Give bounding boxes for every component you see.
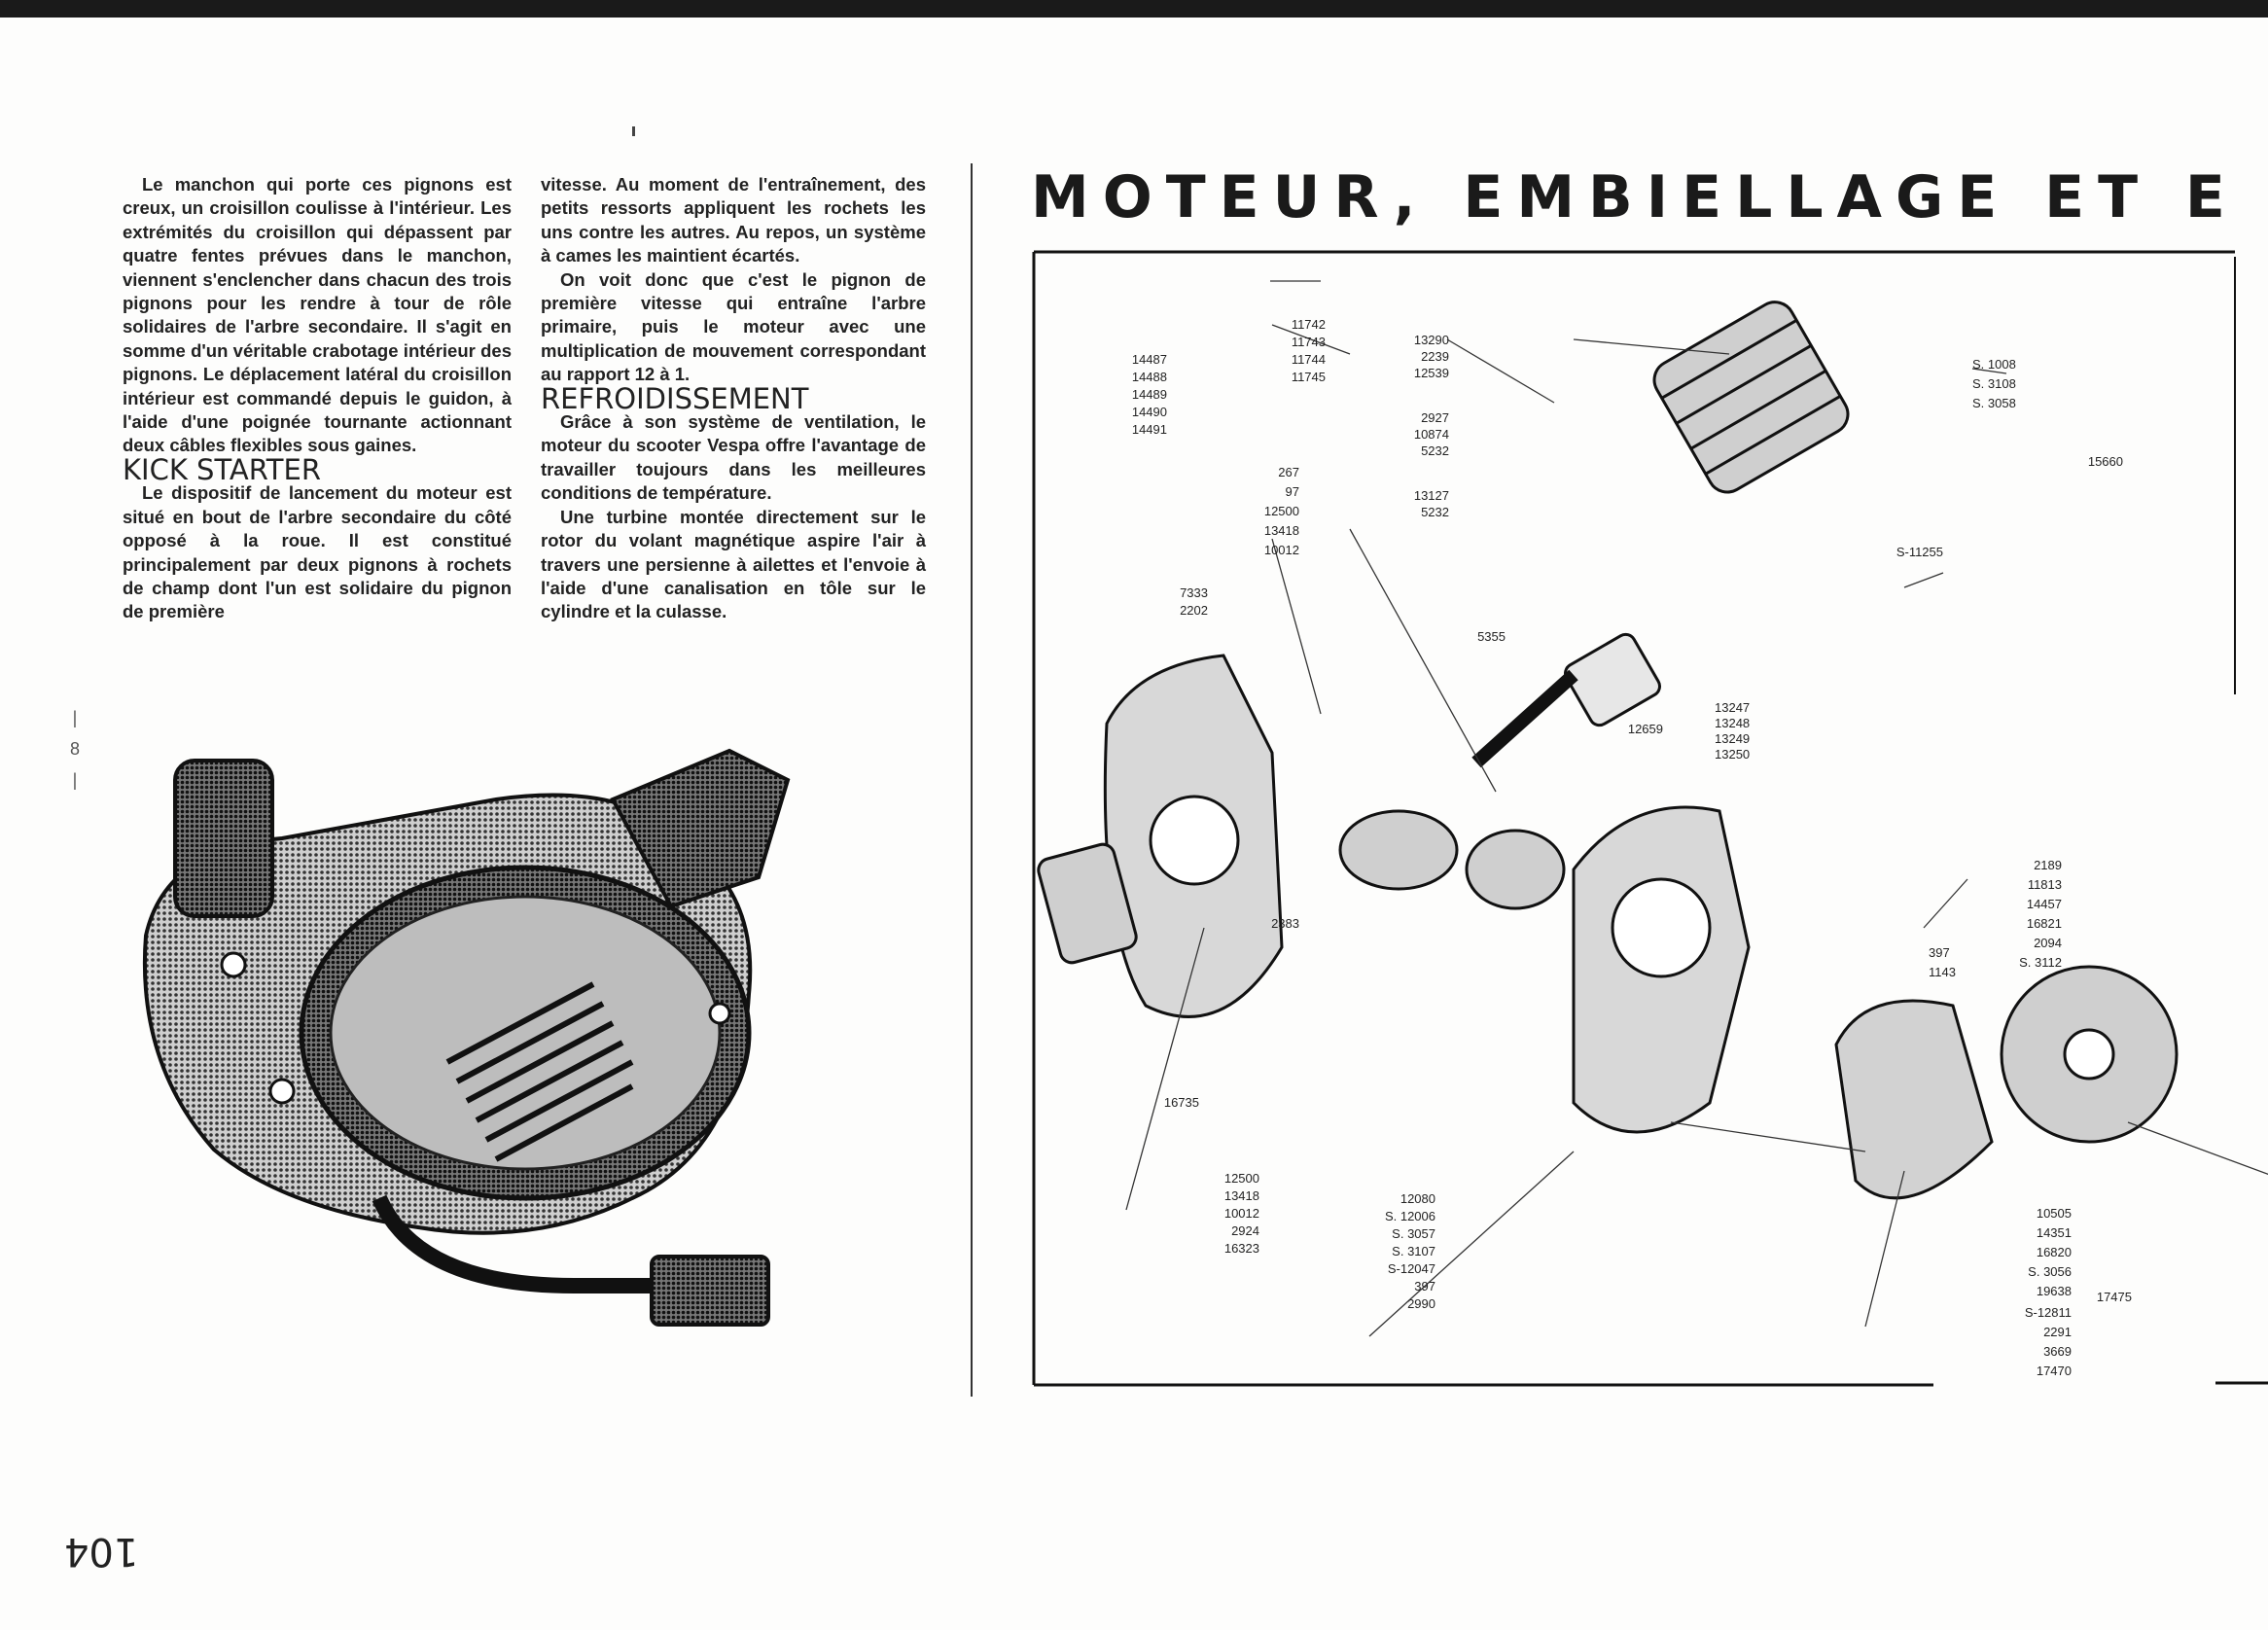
label-13290: 13290 xyxy=(1414,333,1449,347)
label-11745: 11745 xyxy=(1292,370,1326,384)
label-2094: 2094 xyxy=(2034,936,2062,950)
label-5232-b: 5232 xyxy=(1421,505,1449,519)
scan-speck xyxy=(632,126,635,136)
label-16820: 16820 xyxy=(2037,1245,2072,1259)
label-11743: 11743 xyxy=(1292,335,1326,349)
label-3669: 3669 xyxy=(2043,1344,2072,1359)
label-s12006: S. 12006 xyxy=(1385,1209,1435,1223)
label-19638: 19638 xyxy=(2037,1284,2072,1298)
label-13250: 13250 xyxy=(1715,747,1750,762)
label-7333: 7333 xyxy=(1180,585,1208,600)
label-10505: 10505 xyxy=(2037,1206,2072,1221)
margin-mark: |8| xyxy=(69,708,80,790)
label-16735: 16735 xyxy=(1164,1095,1199,1110)
label-13248: 13248 xyxy=(1715,716,1750,730)
label-14489: 14489 xyxy=(1132,387,1167,402)
label-13127: 13127 xyxy=(1414,488,1449,503)
label-5355: 5355 xyxy=(1477,629,1506,644)
label-12080: 12080 xyxy=(1400,1191,1435,1206)
label-17470: 17470 xyxy=(2037,1364,2072,1378)
label-12659: 12659 xyxy=(1628,722,1663,736)
label-11744: 11744 xyxy=(1292,352,1326,367)
label-12500-b: 12500 xyxy=(1224,1171,1259,1186)
label-13418-b: 13418 xyxy=(1224,1188,1259,1203)
paragraph-kick-starter: Le dispositif de lancement du moteur est… xyxy=(123,482,512,622)
label-s3107: S. 3107 xyxy=(1392,1244,1435,1258)
label-16323: 16323 xyxy=(1224,1241,1259,1256)
label-15660: 15660 xyxy=(2088,454,2123,469)
label-13247: 13247 xyxy=(1715,700,1750,715)
diagram-title: MOTEUR, EMBIELLAGE ET E xyxy=(1031,163,2239,231)
label-s1008: S. 1008 xyxy=(1972,357,2016,372)
paragraph-vitesse: vitesse. Au moment de l'entraînement, de… xyxy=(541,174,926,266)
label-2990: 2990 xyxy=(1407,1296,1435,1311)
label-397: 397 xyxy=(1929,945,1950,960)
label-10874: 10874 xyxy=(1414,427,1449,442)
label-11813: 11813 xyxy=(2028,877,2062,892)
label-11742: 11742 xyxy=(1292,317,1326,332)
label-12500: 12500 xyxy=(1264,504,1299,518)
label-1143: 1143 xyxy=(1929,965,1956,979)
label-s3108: S. 3108 xyxy=(1972,376,2016,391)
label-10012: 10012 xyxy=(1264,543,1299,557)
label-10012-b: 10012 xyxy=(1224,1206,1259,1221)
label-2924: 2924 xyxy=(1231,1223,1259,1238)
label-97: 97 xyxy=(1286,484,1299,499)
label-14488: 14488 xyxy=(1132,370,1167,384)
label-s3058: S. 3058 xyxy=(1972,396,2016,410)
label-267: 267 xyxy=(1278,465,1299,479)
label-14490: 14490 xyxy=(1132,405,1167,419)
label-14351: 14351 xyxy=(2037,1225,2072,1240)
label-s12047: S-12047 xyxy=(1388,1261,1435,1276)
label-2383: 2383 xyxy=(1271,916,1299,931)
heading-refroidissement: REFROIDISSEMENT xyxy=(541,381,809,415)
label-2927: 2927 xyxy=(1421,410,1449,425)
label-14487: 14487 xyxy=(1132,352,1167,367)
label-2239: 2239 xyxy=(1421,349,1449,364)
right-text-column: vitesse. Au moment de l'entraînement, de… xyxy=(541,173,926,624)
label-16821: 16821 xyxy=(2027,916,2062,931)
label-14491: 14491 xyxy=(1132,422,1167,437)
exploded-engine-diagram: 14487 14488 14489 14490 14491 11742 1174… xyxy=(1032,250,2268,1387)
engine-photo xyxy=(142,748,791,1327)
label-397-b: 397 xyxy=(1414,1279,1435,1293)
label-2202: 2202 xyxy=(1180,603,1208,618)
label-13249: 13249 xyxy=(1715,731,1750,746)
paragraph-ventilation: Grâce à son système de ventilation, le m… xyxy=(541,411,926,504)
label-2189: 2189 xyxy=(2034,858,2062,872)
paragraph-manchon: Le manchon qui porte ces pignons est cre… xyxy=(123,174,512,456)
label-17475: 17475 xyxy=(2097,1290,2132,1304)
label-5232: 5232 xyxy=(1421,443,1449,458)
left-text-column: Le manchon qui porte ces pignons est cre… xyxy=(123,173,512,624)
paragraph-turbine: Une turbine montée directement sur le ro… xyxy=(541,506,926,622)
label-13418: 13418 xyxy=(1264,523,1299,538)
column-divider xyxy=(971,163,973,1397)
scan-top-border xyxy=(0,0,2268,18)
label-s3112: S. 3112 xyxy=(2019,955,2062,970)
label-s11255: S-11255 xyxy=(1896,545,1943,559)
label-2291: 2291 xyxy=(2043,1325,2072,1339)
label-14457: 14457 xyxy=(2027,897,2062,911)
page-number: 104 xyxy=(64,1529,139,1574)
label-s3056: S. 3056 xyxy=(2028,1264,2072,1279)
label-12539: 12539 xyxy=(1414,366,1449,380)
heading-kick-starter: KICK STARTER xyxy=(123,452,321,486)
label-s3057: S. 3057 xyxy=(1392,1226,1435,1241)
label-s12811: S-12811 xyxy=(2025,1305,2072,1320)
paragraph-pignon: On voit donc que c'est le pignon de prem… xyxy=(541,268,926,385)
